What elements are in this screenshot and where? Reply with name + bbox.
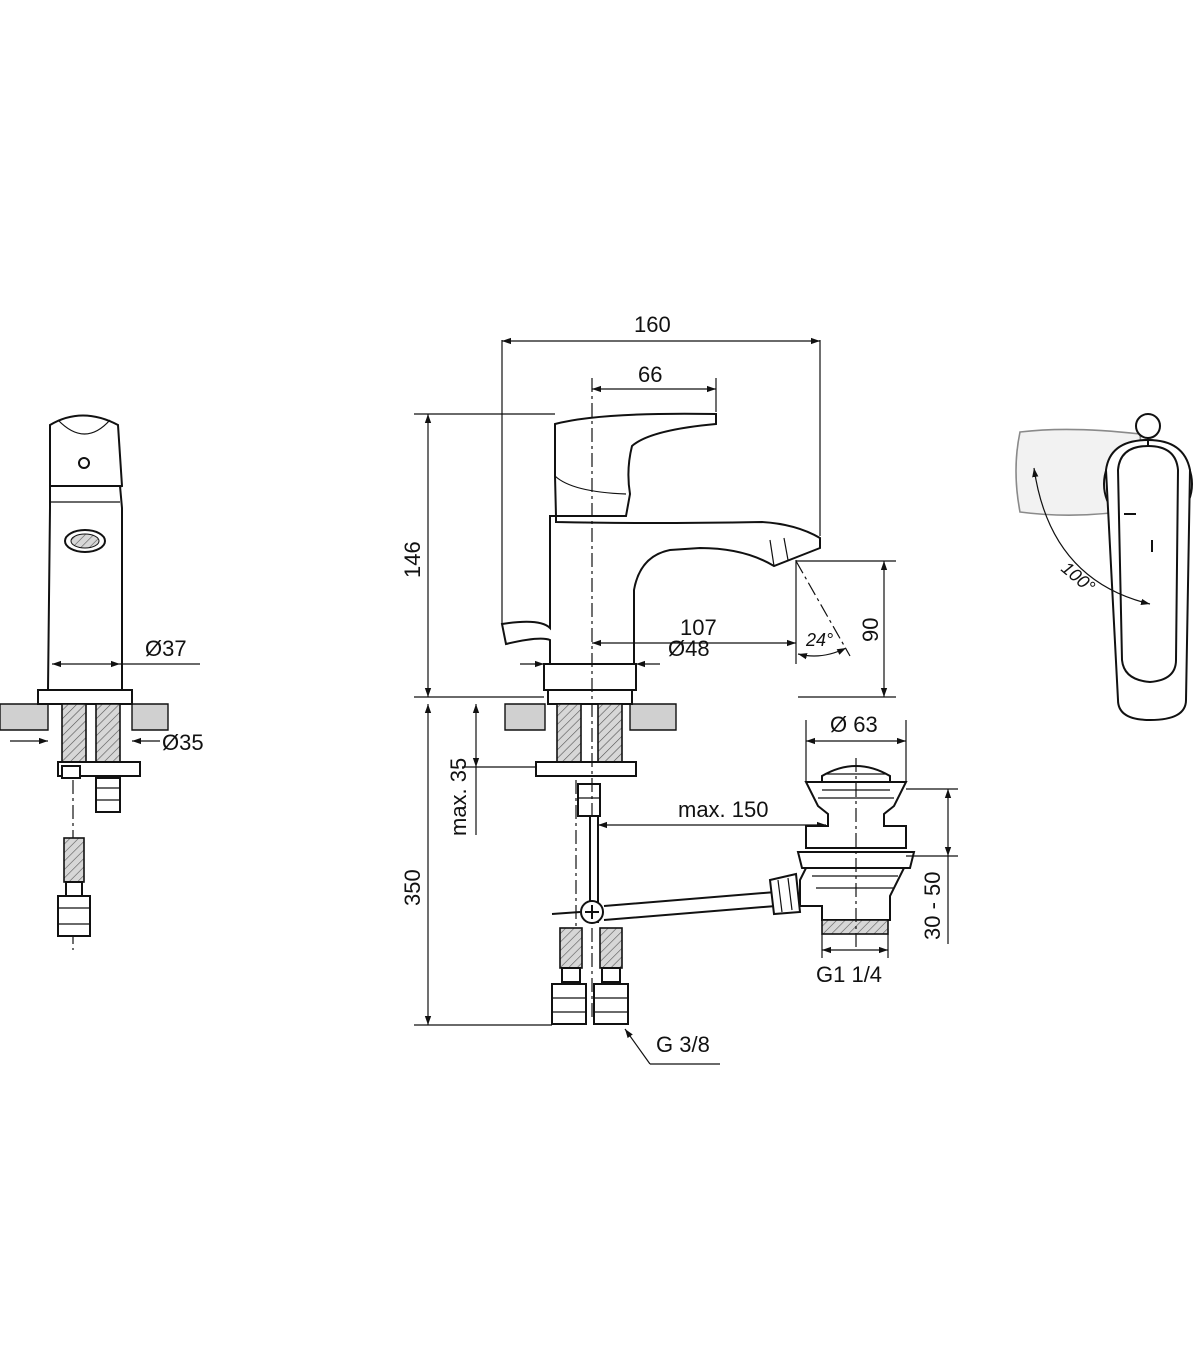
dim-side-body-diameter: Ø37 [145,636,187,661]
dim-spout-reach: 107 [680,615,717,640]
front-view: 160 66 146 107 90 24° Ø48 max. 35 [400,312,896,1065]
front-base [543,663,637,691]
front-counter-left [504,703,546,731]
dim-spout-angle: 24° [805,630,833,650]
front-fixing-plate [535,761,637,777]
dim-total-height: 146 [400,541,425,578]
front-handle [554,412,717,517]
dim-handle-rotation: 100° [1057,558,1098,597]
side-lever-dot [78,457,90,469]
dim-total-width: 160 [634,312,671,337]
dim-below-counter-length: 350 [400,869,425,906]
top-view: 100° [1015,413,1193,722]
side-view: Ø37 Ø35 [0,414,204,950]
side-body [46,485,123,691]
side-counter-right [131,703,169,731]
waste-assembly: Ø 63 30 - 50 G1 1/4 [768,712,958,987]
dim-waste-adjust: 30 - 50 [920,872,945,941]
dim-spout-height: 90 [858,618,883,642]
waste-linkage [603,891,777,921]
dim-waste-thread: G1 1/4 [816,962,882,987]
top-knob [1135,413,1161,439]
dim-hose-thread: G 3/8 [656,1032,710,1057]
side-counter [0,703,49,731]
dim-waste-diameter: Ø 63 [830,712,878,737]
dim-side-hole-diameter: Ø35 [162,730,204,755]
front-body-spout [500,515,821,665]
dim-max-counter-thickness: max. 35 [446,758,471,836]
side-base [37,689,133,705]
front-counter-right [629,703,677,731]
top-handle [1116,444,1180,684]
dim-rod-distance: max. 150 [678,797,769,822]
waste-thread [821,919,889,935]
dim-handle-offset: 66 [638,362,662,387]
side-lever [49,414,124,492]
dim-base-diameter: Ø48 [668,636,710,661]
